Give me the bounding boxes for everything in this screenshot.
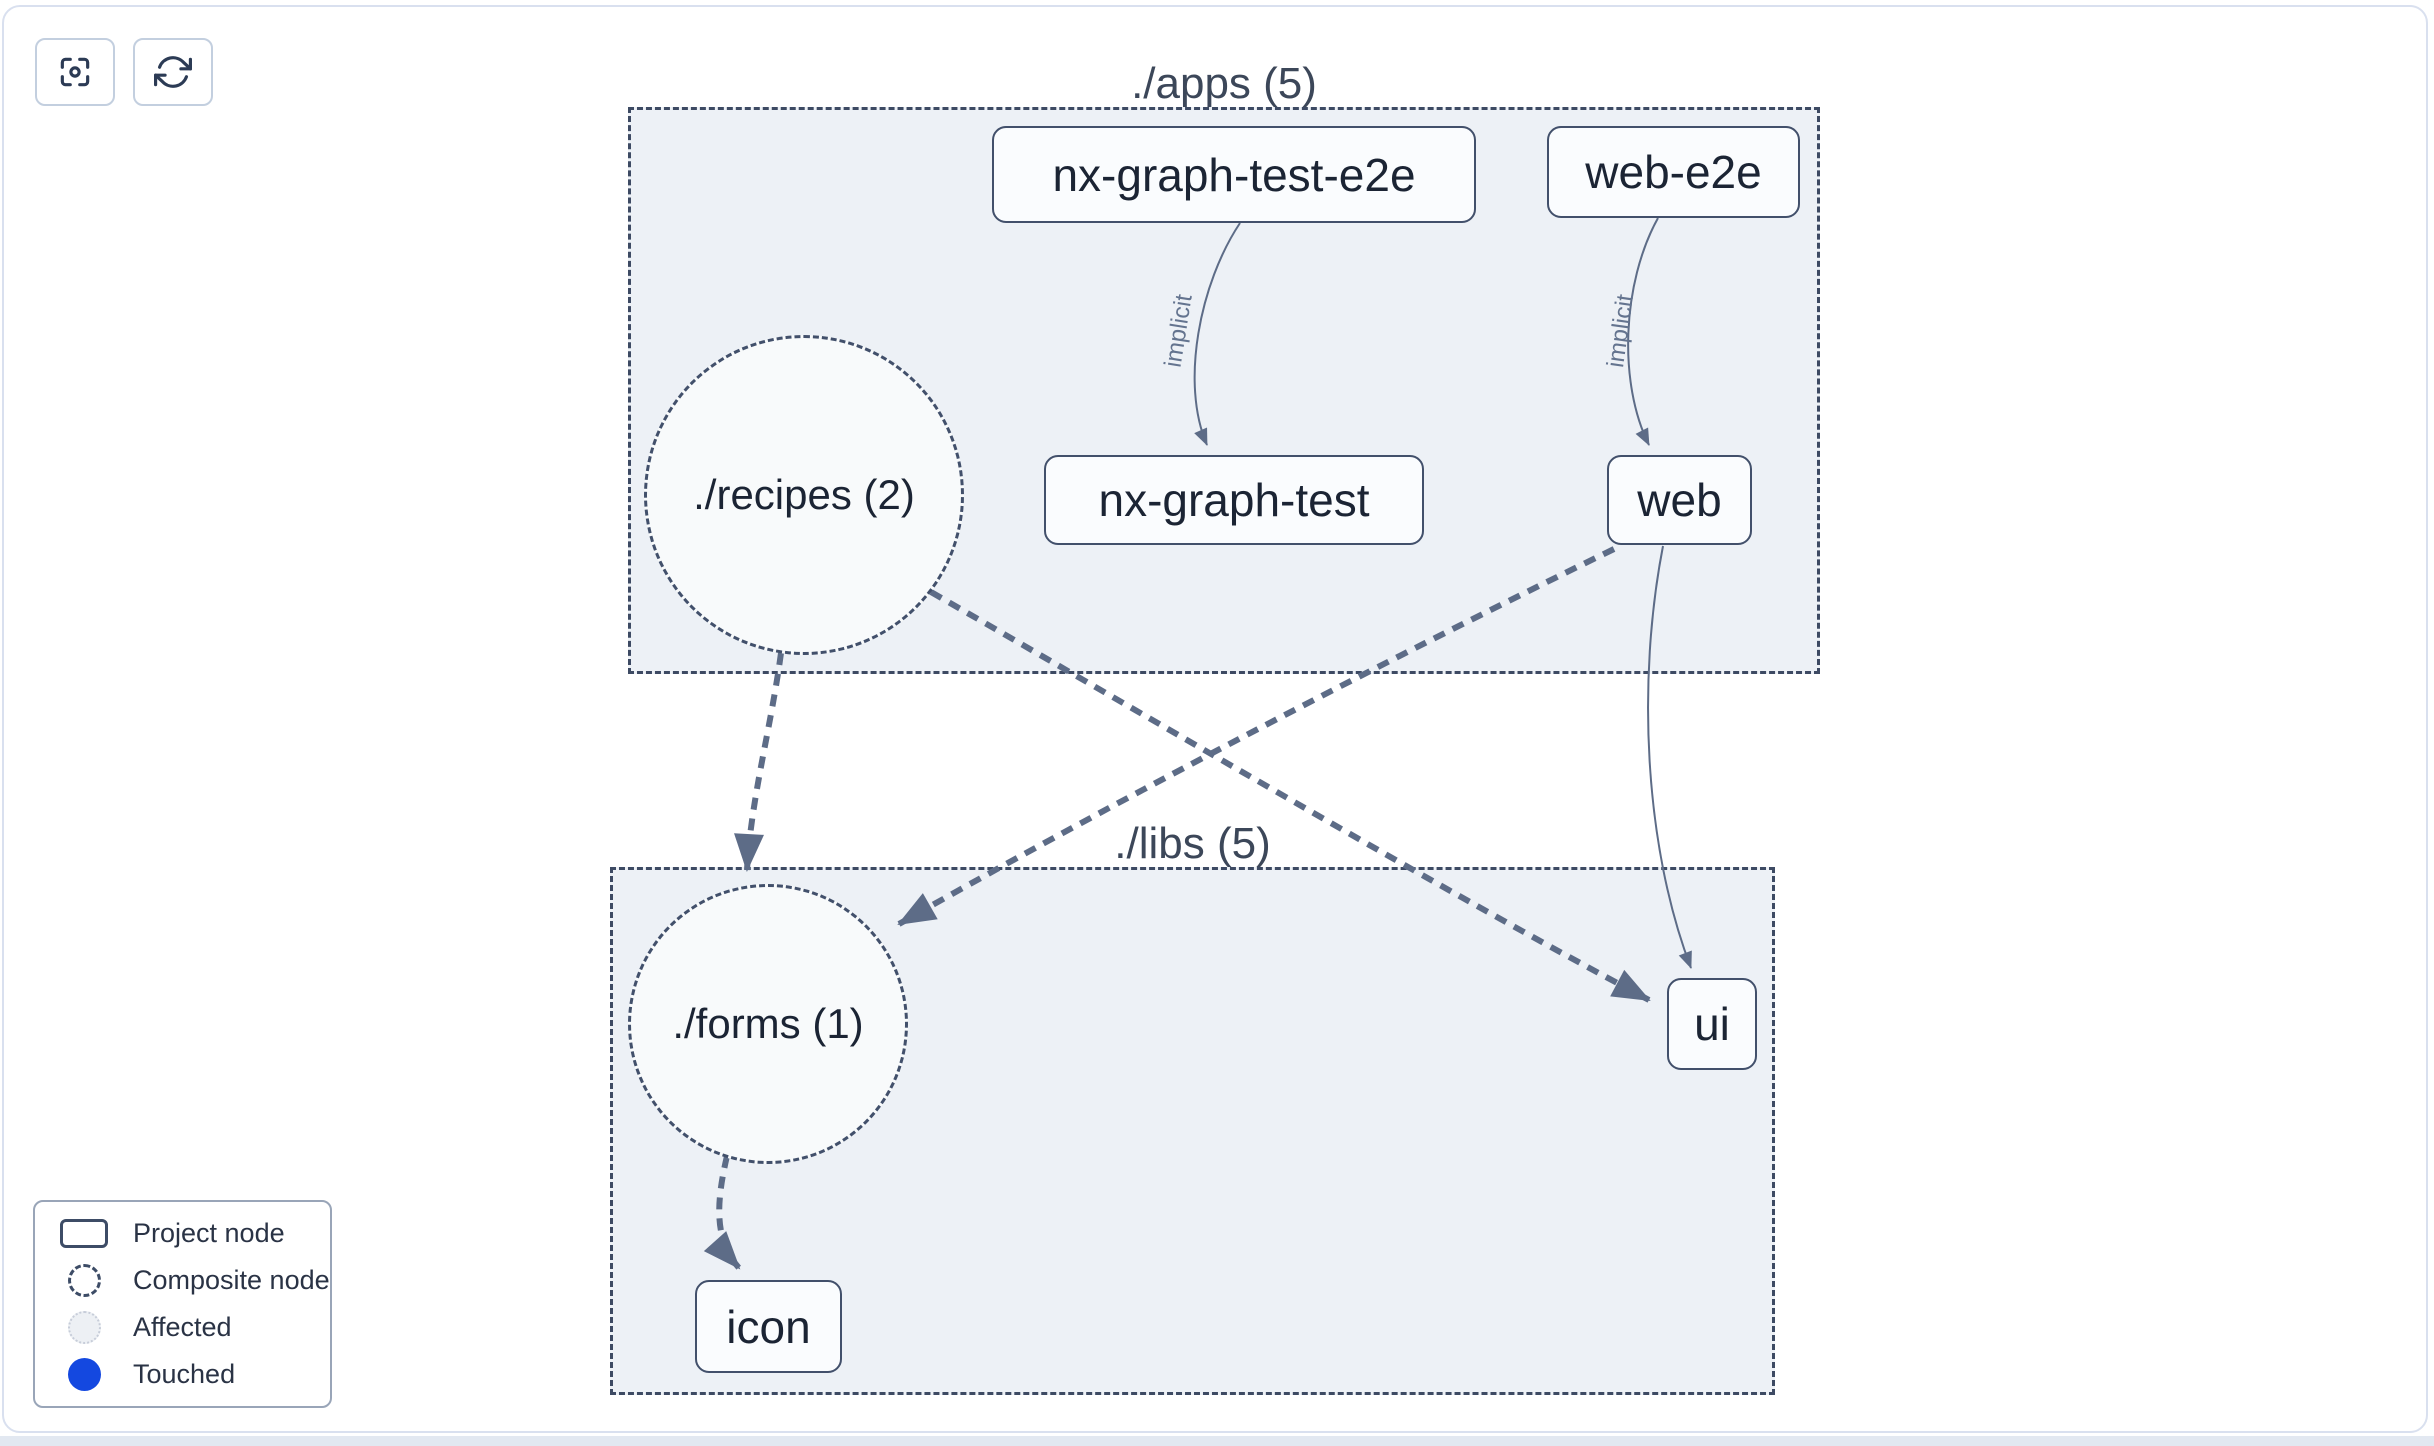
node-forms-composite[interactable]: ./forms (1) (628, 884, 908, 1164)
node-web[interactable]: web (1607, 455, 1752, 545)
group-apps-label: ./apps (5) (1131, 59, 1317, 108)
legend: Project node Composite node Affected Tou… (33, 1200, 332, 1408)
project-node-swatch (60, 1219, 108, 1248)
edge-forms-to-icon[interactable] (703, 1155, 742, 1270)
node-icon[interactable]: icon (695, 1280, 842, 1373)
edge-web-e2e-to-web[interactable] (1627, 217, 1659, 446)
legend-item-affected: Affected (35, 1304, 330, 1351)
legend-label: Touched (133, 1359, 236, 1389)
composite-node-swatch (67, 1264, 101, 1297)
legend-label: Affected (133, 1312, 232, 1342)
node-nx-graph-test[interactable]: nx-graph-test (1044, 455, 1424, 545)
edge-label-implicit-2: implicit (1602, 292, 1639, 369)
edge-label-implicit-1: implicit (1160, 292, 1198, 369)
group-libs-label: ./libs (5) (1114, 819, 1271, 868)
touched-swatch (67, 1358, 101, 1391)
edge-nx-graph-test-e2e-to-nx-graph-test[interactable] (1193, 222, 1241, 446)
legend-item-composite-node: Composite node (35, 1257, 330, 1304)
refresh-button[interactable] (133, 38, 213, 106)
focus-icon (56, 53, 94, 91)
legend-item-touched: Touched (35, 1351, 330, 1398)
edge-web-to-ui[interactable] (1647, 545, 1692, 969)
edge-recipes-to-forms[interactable] (734, 652, 784, 872)
graph-toolbar (35, 38, 213, 106)
affected-swatch (67, 1311, 101, 1344)
zoom-to-fit-button[interactable] (35, 38, 115, 106)
node-nx-graph-test-e2e[interactable]: nx-graph-test-e2e (992, 126, 1476, 223)
node-recipes-composite[interactable]: ./recipes (2) (644, 335, 964, 655)
legend-item-project-node: Project node (35, 1210, 330, 1257)
refresh-icon (154, 53, 192, 91)
edge-web-to-forms[interactable] (897, 546, 1616, 927)
node-ui[interactable]: ui (1667, 978, 1757, 1070)
page-bottom-strip (0, 1436, 2434, 1446)
node-web-e2e[interactable]: web-e2e (1547, 126, 1800, 218)
legend-label: Project node (133, 1218, 285, 1248)
edge-recipes-to-ui[interactable] (929, 589, 1651, 1003)
legend-label: Composite node (133, 1265, 330, 1295)
